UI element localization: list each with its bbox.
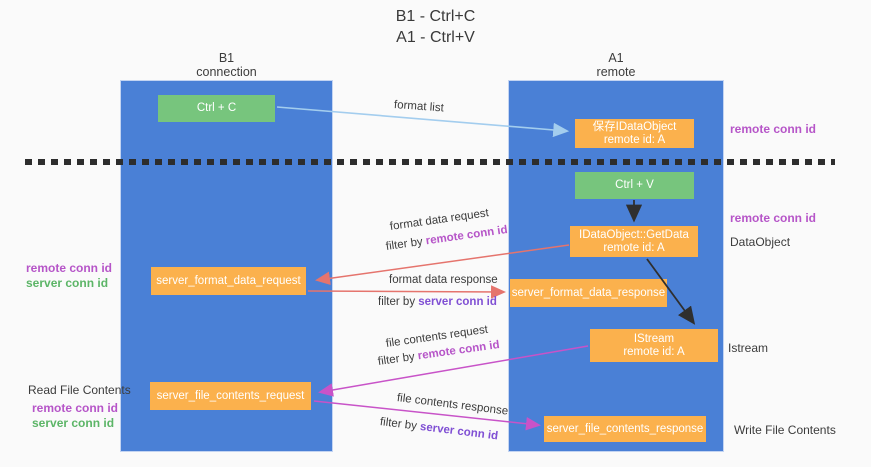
node-server-file-contents-response-label: server_file_contents_response	[546, 422, 704, 435]
node-save-dataobject-line2: remote id: A	[603, 133, 666, 146]
right-label-write-file-contents: Write File Contents	[734, 423, 836, 437]
right-label-dataobject: DataObject	[730, 235, 791, 249]
right-label-istream: Istream	[728, 341, 769, 355]
node-server-file-contents-request-label: server_file_contents_request	[156, 389, 305, 402]
right-column-header: A1 remote	[508, 51, 724, 79]
right-label-remote-conn-id-1: remote conn id	[730, 122, 817, 136]
node-istream: IStream remote id: A	[590, 329, 718, 362]
label-file-contents-response: file contents response	[396, 392, 509, 418]
node-getdata-line2: remote id: A	[603, 241, 665, 254]
left-column-subtitle: connection	[196, 65, 257, 79]
label-format-list: format list	[393, 99, 445, 115]
label-filter-by-server-conn-id-2: filter by server conn id	[379, 416, 499, 443]
node-server-file-contents-response: server_file_contents_response	[544, 416, 706, 442]
left-label-remote-conn-id-1: remote conn id	[26, 261, 113, 275]
node-server-format-data-response-label: server_format_data_response	[511, 286, 666, 299]
title-line-1: B1 - Ctrl+C	[395, 8, 476, 25]
label-format-data-response: format data response	[389, 274, 498, 286]
left-column-title: B1	[218, 51, 235, 65]
node-server-format-data-request: server_format_data_request	[151, 267, 306, 295]
right-label-remote-conn-id-2: remote conn id	[730, 211, 817, 225]
node-server-format-data-response: server_format_data_response	[510, 279, 667, 307]
node-ctrl-v-label: Ctrl + V	[615, 179, 654, 191]
left-label-server-conn-id-1: server conn id	[26, 276, 109, 290]
node-idataobject-getdata: IDataObject::GetData remote id: A	[570, 226, 698, 257]
node-istream-line2: remote id: A	[623, 345, 685, 358]
node-istream-line1: IStream	[633, 332, 675, 345]
node-getdata-line1: IDataObject::GetData	[579, 228, 689, 241]
diagram-title: B1 - Ctrl+C A1 - Ctrl+V	[0, 6, 871, 48]
node-server-format-data-request-label: server_format_data_request	[156, 274, 301, 287]
label-filter-by-server-conn-id-1: filter by server conn id	[378, 296, 497, 308]
node-save-dataobject: 保存IDataObject remote id: A	[575, 119, 694, 148]
node-ctrl-v: Ctrl + V	[575, 172, 694, 199]
left-label-server-conn-id-2: server conn id	[32, 416, 115, 430]
right-column-subtitle: remote	[596, 65, 636, 79]
right-column-title: A1	[608, 51, 624, 65]
dashed-divider-line	[25, 159, 835, 165]
node-server-file-contents-request: server_file_contents_request	[150, 382, 311, 410]
node-ctrl-c-label: Ctrl + C	[196, 102, 237, 114]
node-ctrl-c: Ctrl + C	[158, 95, 275, 122]
left-label-remote-conn-id-2: remote conn id	[32, 401, 119, 415]
left-column-header: B1 connection	[120, 51, 333, 79]
arrow-format-data-response	[307, 285, 506, 299]
left-label-read-file-contents: Read File Contents	[28, 383, 131, 397]
node-save-dataobject-line1: 保存IDataObject	[592, 120, 677, 133]
title-line-2: A1 - Ctrl+V	[396, 29, 475, 46]
